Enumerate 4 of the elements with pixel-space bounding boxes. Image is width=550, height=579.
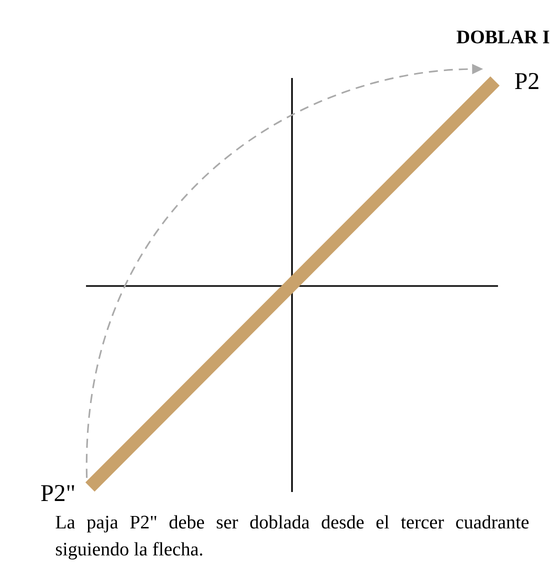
point-label: P2	[515, 73, 538, 89]
title: DOBLAR I	[456, 30, 550, 44]
point-label: P2"	[41, 485, 74, 501]
caption: La paja P2" debe ser doblada desde el tercer cuadrante siguiendo la flecha.	[56, 515, 529, 560]
